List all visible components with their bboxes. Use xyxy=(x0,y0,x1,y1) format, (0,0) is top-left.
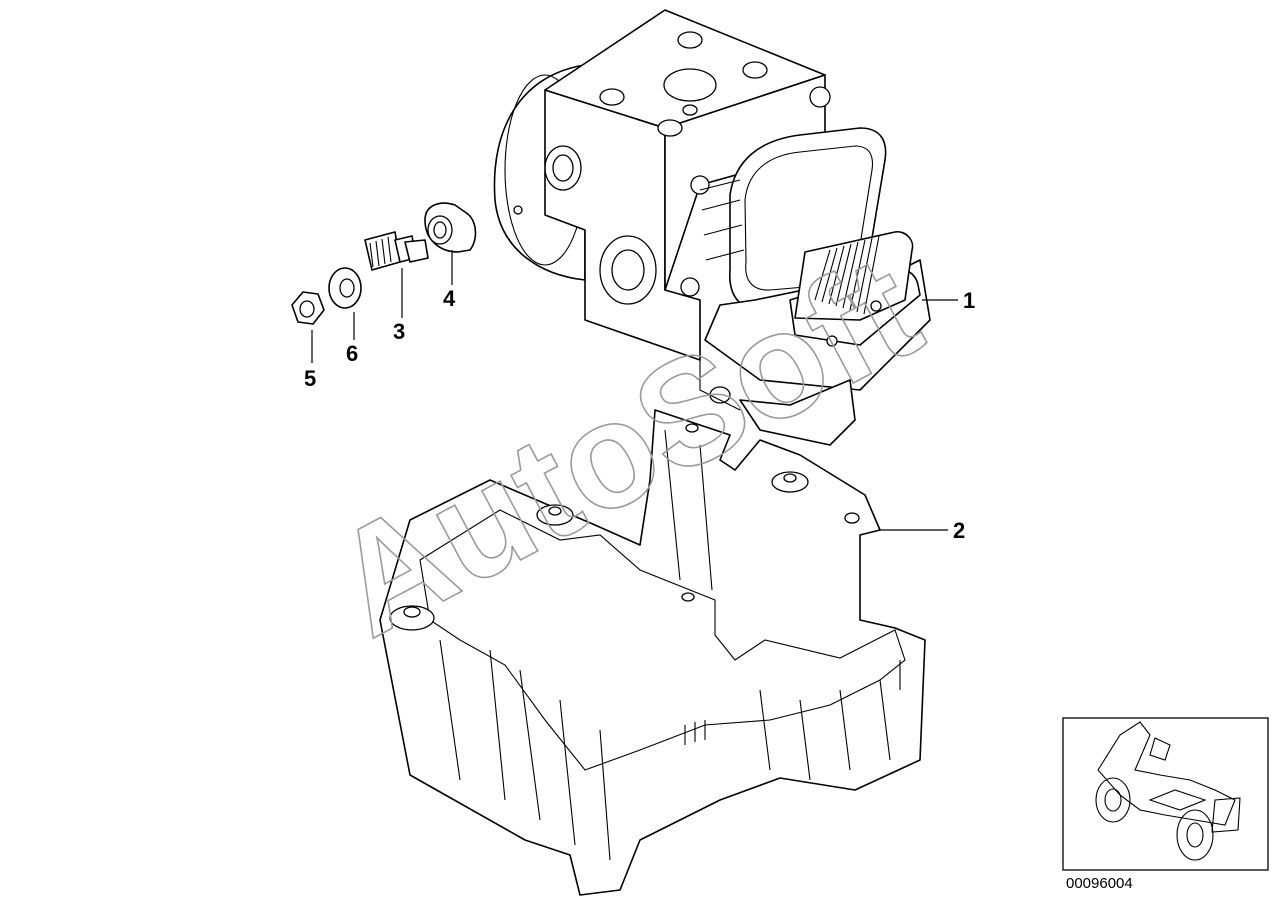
callout-1: 1 xyxy=(963,288,975,313)
holder-bracket xyxy=(379,409,926,896)
connector-pins xyxy=(814,235,880,315)
motorcycle-thumbnail xyxy=(1095,721,1241,861)
callout-6: 6 xyxy=(346,341,358,366)
callout-4: 4 xyxy=(443,286,456,311)
grommets xyxy=(389,423,860,631)
bolt-part-3 xyxy=(364,231,429,271)
thumbnail-inset xyxy=(1062,717,1269,871)
hydraulic-unit xyxy=(493,9,931,446)
sleeve-part-4 xyxy=(424,202,477,253)
leader-lines xyxy=(311,250,958,531)
washer-part-6 xyxy=(328,267,362,309)
callout-2: 2 xyxy=(953,518,965,543)
callout-3: 3 xyxy=(393,319,405,344)
nut-part-5 xyxy=(291,291,325,325)
diagram-code: 00096004 xyxy=(1066,875,1133,892)
callout-5: 5 xyxy=(304,366,316,391)
